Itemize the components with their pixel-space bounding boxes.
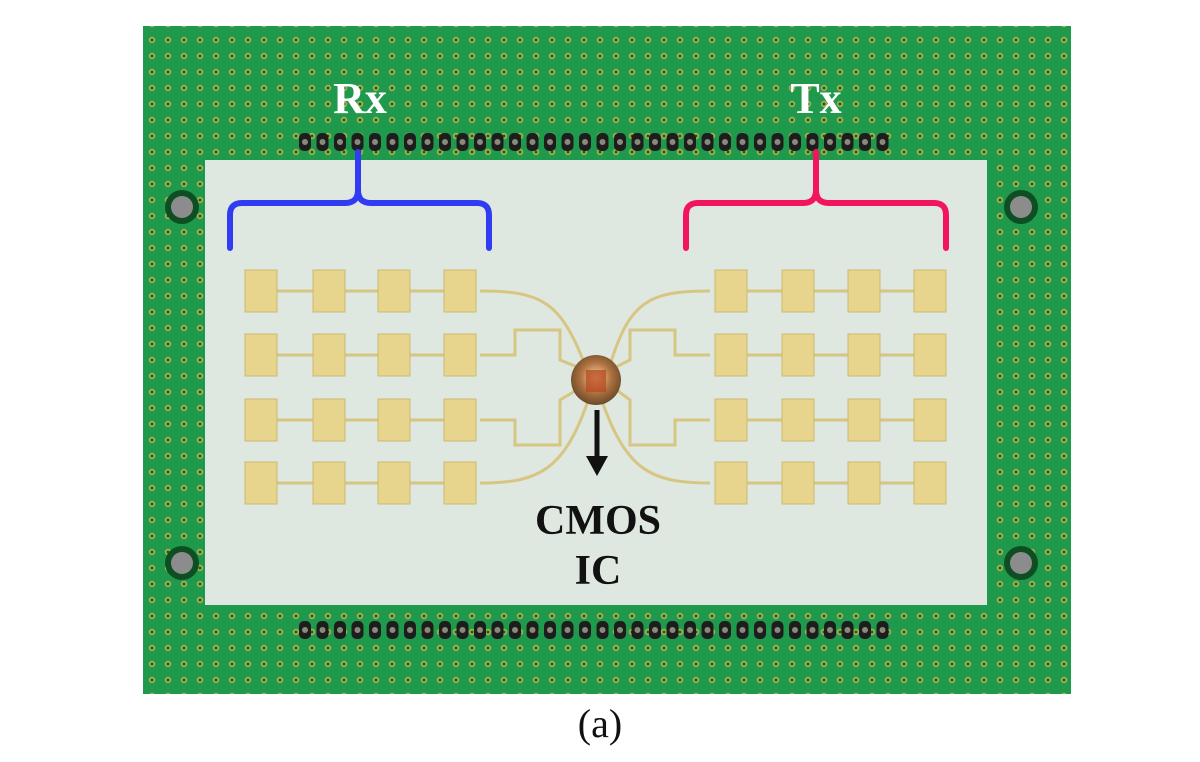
header-pins-top — [299, 133, 889, 151]
patch-antenna — [312, 333, 346, 377]
patch-antenna — [781, 461, 815, 505]
patch-antenna — [913, 398, 947, 442]
patch-antenna — [377, 398, 411, 442]
rx-label: Rx — [333, 74, 387, 123]
patch-antenna — [781, 398, 815, 442]
patch-antenna — [377, 461, 411, 505]
patch-antenna — [781, 269, 815, 313]
cmos-label: CMOS — [535, 498, 661, 544]
rx-bracket — [227, 149, 492, 251]
figure-caption: (a) — [577, 701, 623, 746]
patch-antenna — [847, 398, 881, 442]
mounting-holes — [165, 190, 1038, 580]
patch-antenna — [244, 398, 278, 442]
patch-antenna — [714, 269, 748, 313]
patch-antenna — [714, 461, 748, 505]
tx-antenna-array — [714, 269, 947, 505]
patch-antenna — [244, 333, 278, 377]
patch-antenna — [847, 269, 881, 313]
header-pins-bottom — [299, 621, 889, 639]
rx-antenna-array — [244, 269, 477, 505]
patch-antenna — [913, 461, 947, 505]
patch-antenna — [377, 333, 411, 377]
patch-antenna — [913, 269, 947, 313]
patch-antenna — [312, 269, 346, 313]
ic-label: IC — [575, 548, 622, 594]
patch-antenna — [714, 333, 748, 377]
patch-antenna — [312, 398, 346, 442]
patch-antenna — [714, 398, 748, 442]
patch-antenna — [443, 333, 477, 377]
patch-antenna — [244, 269, 278, 313]
patch-antenna — [244, 461, 278, 505]
cmos-arrow — [586, 410, 608, 476]
feed-traces — [479, 289, 711, 485]
patch-antenna — [847, 461, 881, 505]
patch-antenna — [781, 333, 815, 377]
tx-bracket — [683, 149, 949, 251]
patch-antenna — [377, 269, 411, 313]
patch-antenna — [443, 398, 477, 442]
patch-antenna — [443, 269, 477, 313]
patch-antenna — [913, 333, 947, 377]
cmos-ic-chip — [571, 355, 621, 405]
patch-antenna — [443, 461, 477, 505]
tx-label: Tx — [790, 74, 841, 123]
patch-antenna — [847, 333, 881, 377]
patch-antenna — [312, 461, 346, 505]
